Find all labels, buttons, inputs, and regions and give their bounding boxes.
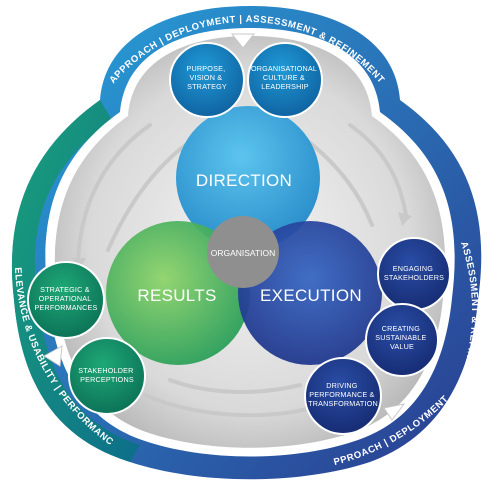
cycle-arrows	[76, 123, 408, 418]
direction-circle	[176, 106, 320, 250]
strategic-label: STRATEGIC & OPERATIONAL PERFORMANCES	[34, 285, 97, 312]
engaging-label: ENGAGING STAKEHOLDERS	[384, 264, 444, 282]
results-label: RESULTS	[137, 286, 216, 305]
purpose-label: PURPOSE, VISION & STRATEGY	[187, 64, 228, 91]
driving-label: DRIVING PERFORMANCE & TRANSFORMATION	[308, 381, 378, 408]
organisation-label: ORGANISATION	[211, 248, 276, 258]
ring-arrow-top-icon	[230, 33, 256, 49]
ring-arrow-right-icon	[383, 403, 406, 421]
direction-label: DIRECTION	[196, 171, 292, 190]
strategic-circle	[27, 261, 105, 339]
creating-circle	[365, 303, 439, 377]
organisation-circle	[207, 216, 279, 288]
culture-circle	[247, 42, 323, 118]
main-circles	[106, 106, 382, 365]
creating-label: CREATING SUSTAINABLE VALUE	[375, 324, 428, 351]
outer-ring-left-band	[11, 100, 140, 462]
stakeholder-circle	[68, 337, 146, 415]
culture-label: ORGANISATIONAL CULTURE & LEADERSHIP	[251, 64, 319, 91]
purpose-circle	[169, 42, 245, 118]
ring-arrow-left-icon	[43, 345, 63, 367]
stakeholder-label: STAKEHOLDER PERCEPTIONS	[78, 366, 135, 384]
satellite-circles	[27, 42, 451, 435]
execution-label: EXECUTION	[260, 286, 362, 305]
driving-circle	[304, 357, 382, 435]
